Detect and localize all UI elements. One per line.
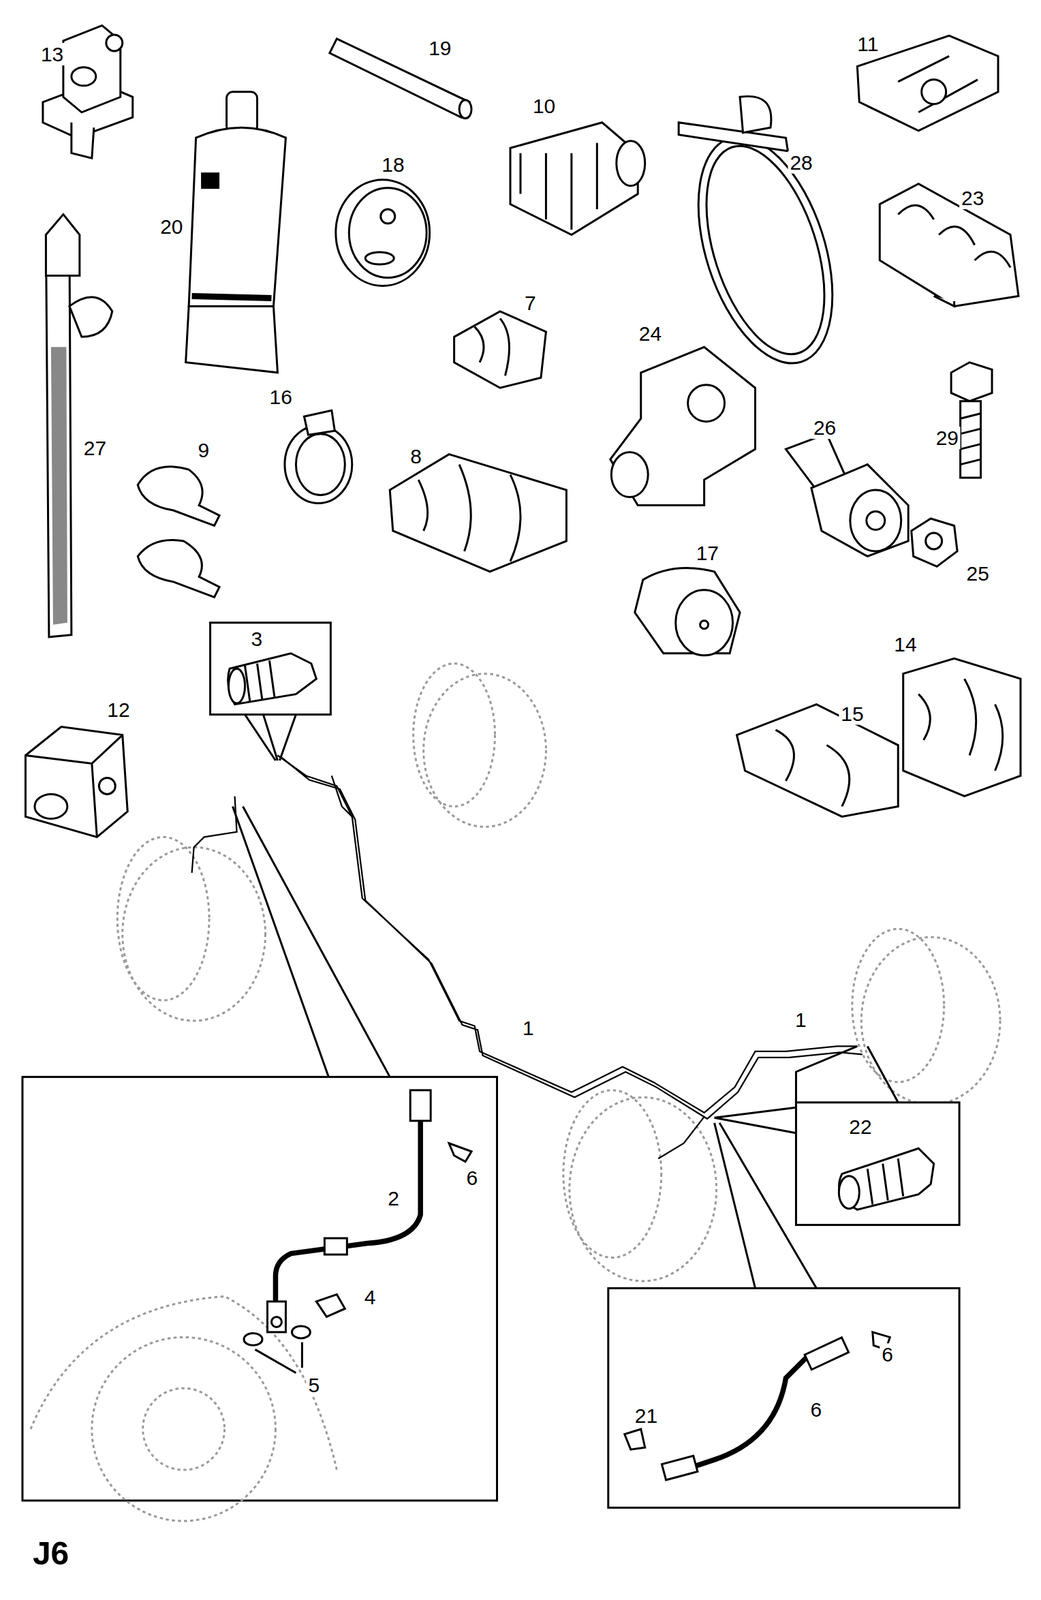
clip-15 (737, 704, 899, 817)
callout-number: 21 (632, 1404, 660, 1427)
callout-number: 13 (38, 42, 66, 66)
callout-number: 29 (934, 426, 961, 449)
clip-23 (879, 183, 1019, 307)
inset-rear-hose (608, 1122, 960, 1508)
clip-14 (903, 658, 1021, 796)
callout-number: 10 (530, 94, 558, 118)
figure-code: J6 (30, 1535, 71, 1571)
strap-27 (45, 214, 112, 637)
bolt-29 (951, 362, 992, 478)
callout-number: 22 (846, 1115, 874, 1138)
callout-number: 25 (964, 562, 992, 585)
bush-17 (634, 568, 740, 656)
clip-9 (137, 466, 220, 598)
callout-number: 7 (522, 291, 539, 315)
callout-number: 6 (879, 1342, 896, 1366)
callout-number: 12 (104, 698, 132, 721)
bush-26 (785, 433, 909, 557)
inset-front-hose (22, 805, 498, 1521)
callout-number: 27 (81, 436, 109, 460)
clip-7 (454, 311, 547, 388)
tee-piece-24 (610, 346, 756, 505)
inset-3 (210, 622, 332, 761)
callout-number: 3 (249, 627, 266, 650)
callout-number: 28 (787, 151, 815, 174)
callout-number: 26 (811, 416, 838, 439)
callout-number: 1 (520, 1016, 537, 1039)
callout-number: 16 (267, 385, 294, 409)
callout-number: 24 (636, 322, 664, 345)
callout-number: 14 (891, 632, 919, 656)
clip-12 (25, 726, 128, 838)
callout-number: 18 (379, 153, 407, 176)
clip-8 (389, 454, 567, 572)
callout-number: 11 (855, 32, 881, 56)
callout-number: 2 (385, 1186, 402, 1210)
cable-tie-28 (673, 96, 859, 380)
nut-25 (911, 518, 958, 567)
clamp-16 (284, 410, 353, 503)
callout-number: 20 (158, 215, 185, 238)
callout-number: 6 (808, 1397, 824, 1421)
callout-number: 17 (694, 541, 721, 565)
grease-tube-20 (185, 91, 287, 373)
callout-number: 15 (838, 702, 866, 725)
clip-10 (510, 122, 646, 236)
callout-number: 5 (305, 1373, 322, 1396)
callout-number: 4 (362, 1285, 379, 1309)
callout-number: 23 (959, 186, 986, 210)
callout-number: 1 (793, 1008, 809, 1031)
callout-number: 19 (426, 36, 454, 60)
callout-number: 8 (408, 444, 424, 468)
callout-number: 6 (464, 1166, 481, 1189)
inset-22 (714, 1045, 960, 1225)
callout-number: 9 (196, 438, 212, 462)
grommet-18 (335, 179, 430, 287)
